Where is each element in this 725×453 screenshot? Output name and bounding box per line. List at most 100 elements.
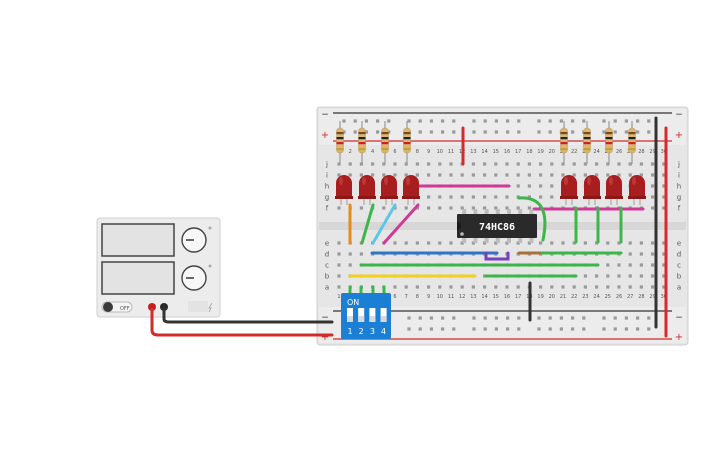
rail-hole (407, 119, 411, 123)
hole (561, 162, 565, 166)
rail-hole (582, 316, 586, 320)
power-toggle[interactable]: OFF (101, 301, 133, 313)
resistor-6[interactable] (583, 121, 591, 164)
current-knob[interactable] (181, 265, 207, 291)
wire-cyan-led3[interactable] (371, 203, 397, 245)
column-label-bottom: 1 (337, 294, 340, 300)
hole (662, 206, 666, 210)
row-label: g (325, 194, 329, 202)
chip-pins (462, 209, 534, 243)
led-8[interactable] (628, 175, 646, 205)
hole (438, 195, 442, 199)
resistor-4[interactable] (403, 121, 411, 164)
rail-hole (517, 316, 521, 320)
chip-pin-bottom (507, 237, 511, 243)
resistors[interactable] (336, 121, 636, 164)
hole (617, 285, 621, 289)
resistor-1[interactable] (336, 121, 344, 164)
positive-terminal[interactable] (148, 303, 156, 311)
led-2[interactable] (358, 175, 376, 205)
hole (662, 184, 666, 188)
hole (337, 206, 341, 210)
leds[interactable] (335, 175, 646, 205)
column-label-top: 10 (437, 149, 443, 155)
column-label-top: 2 (349, 149, 352, 155)
hole (404, 206, 408, 210)
resistor-3[interactable] (381, 121, 389, 164)
hole (404, 173, 408, 177)
hole (550, 173, 554, 177)
wire-red-supply[interactable] (150, 307, 334, 337)
resistor-7[interactable] (605, 121, 613, 164)
rail-hole (602, 327, 606, 331)
hole (628, 285, 632, 289)
rail-hole (407, 327, 411, 331)
chip-pin-top (529, 209, 534, 215)
hole (617, 263, 621, 267)
rail-hole (624, 316, 628, 320)
hole (583, 241, 587, 245)
led-5[interactable] (560, 175, 578, 205)
resistor-2[interactable] (358, 121, 366, 164)
hole (449, 195, 453, 199)
negative-terminal[interactable] (160, 303, 168, 311)
dip-on-label: ON (347, 298, 359, 307)
led-7[interactable] (605, 175, 623, 205)
wires[interactable] (348, 116, 668, 338)
hole (595, 173, 599, 177)
rail-hole (483, 119, 487, 123)
hole (359, 252, 363, 256)
rail-hole (472, 327, 476, 331)
rail-plus-tl: + (321, 130, 329, 141)
hole (617, 162, 621, 166)
dip-toggle-3[interactable]: 3 (369, 308, 376, 336)
row-label: j (325, 161, 328, 169)
hole (337, 173, 341, 177)
supply-wires[interactable] (150, 307, 334, 337)
wire-green-led2[interactable] (360, 203, 375, 245)
dip-toggle-1[interactable]: 1 (347, 308, 353, 336)
voltage-knob[interactable] (181, 227, 207, 253)
hole (438, 162, 442, 166)
rail-hole (483, 316, 487, 320)
hole (415, 173, 419, 177)
dip-number: 4 (381, 327, 386, 336)
led-3[interactable] (380, 175, 398, 205)
column-label-top: 13 (470, 149, 476, 155)
rail-hole (429, 119, 433, 123)
resistor-8[interactable] (628, 121, 636, 164)
column-label-bottom: 16 (504, 294, 510, 300)
dip-toggle-4[interactable]: 4 (380, 308, 387, 336)
rail-hole (613, 119, 617, 123)
hole (651, 184, 655, 188)
rail-hole (647, 327, 651, 331)
wire-green-curve-chip[interactable] (517, 196, 547, 242)
led-4[interactable] (402, 175, 420, 205)
dip-toggle-2[interactable]: 2 (358, 308, 365, 336)
rail-hole (602, 316, 606, 320)
hole (460, 195, 464, 199)
hole (639, 252, 643, 256)
hole (449, 285, 453, 289)
hole (516, 206, 520, 210)
wire-purple-lower[interactable] (484, 251, 510, 261)
chip-label: 74HC86 (479, 222, 515, 233)
hole (393, 162, 397, 166)
hole (494, 206, 498, 210)
led-1[interactable] (335, 175, 353, 205)
wire-black-supply[interactable] (162, 307, 334, 324)
led-6[interactable] (583, 175, 601, 205)
hole (606, 241, 610, 245)
column-label-bottom: 7 (405, 294, 408, 300)
row-label: b (677, 273, 682, 281)
wire-magenta-led4[interactable] (382, 203, 420, 245)
row-label: e (325, 240, 329, 248)
hole (572, 173, 576, 177)
power-supply[interactable]: OFF (96, 217, 221, 318)
chip-74hc86[interactable]: 74HC86 (457, 209, 537, 243)
resistor-5[interactable] (560, 121, 568, 164)
rail-hole (494, 316, 498, 320)
